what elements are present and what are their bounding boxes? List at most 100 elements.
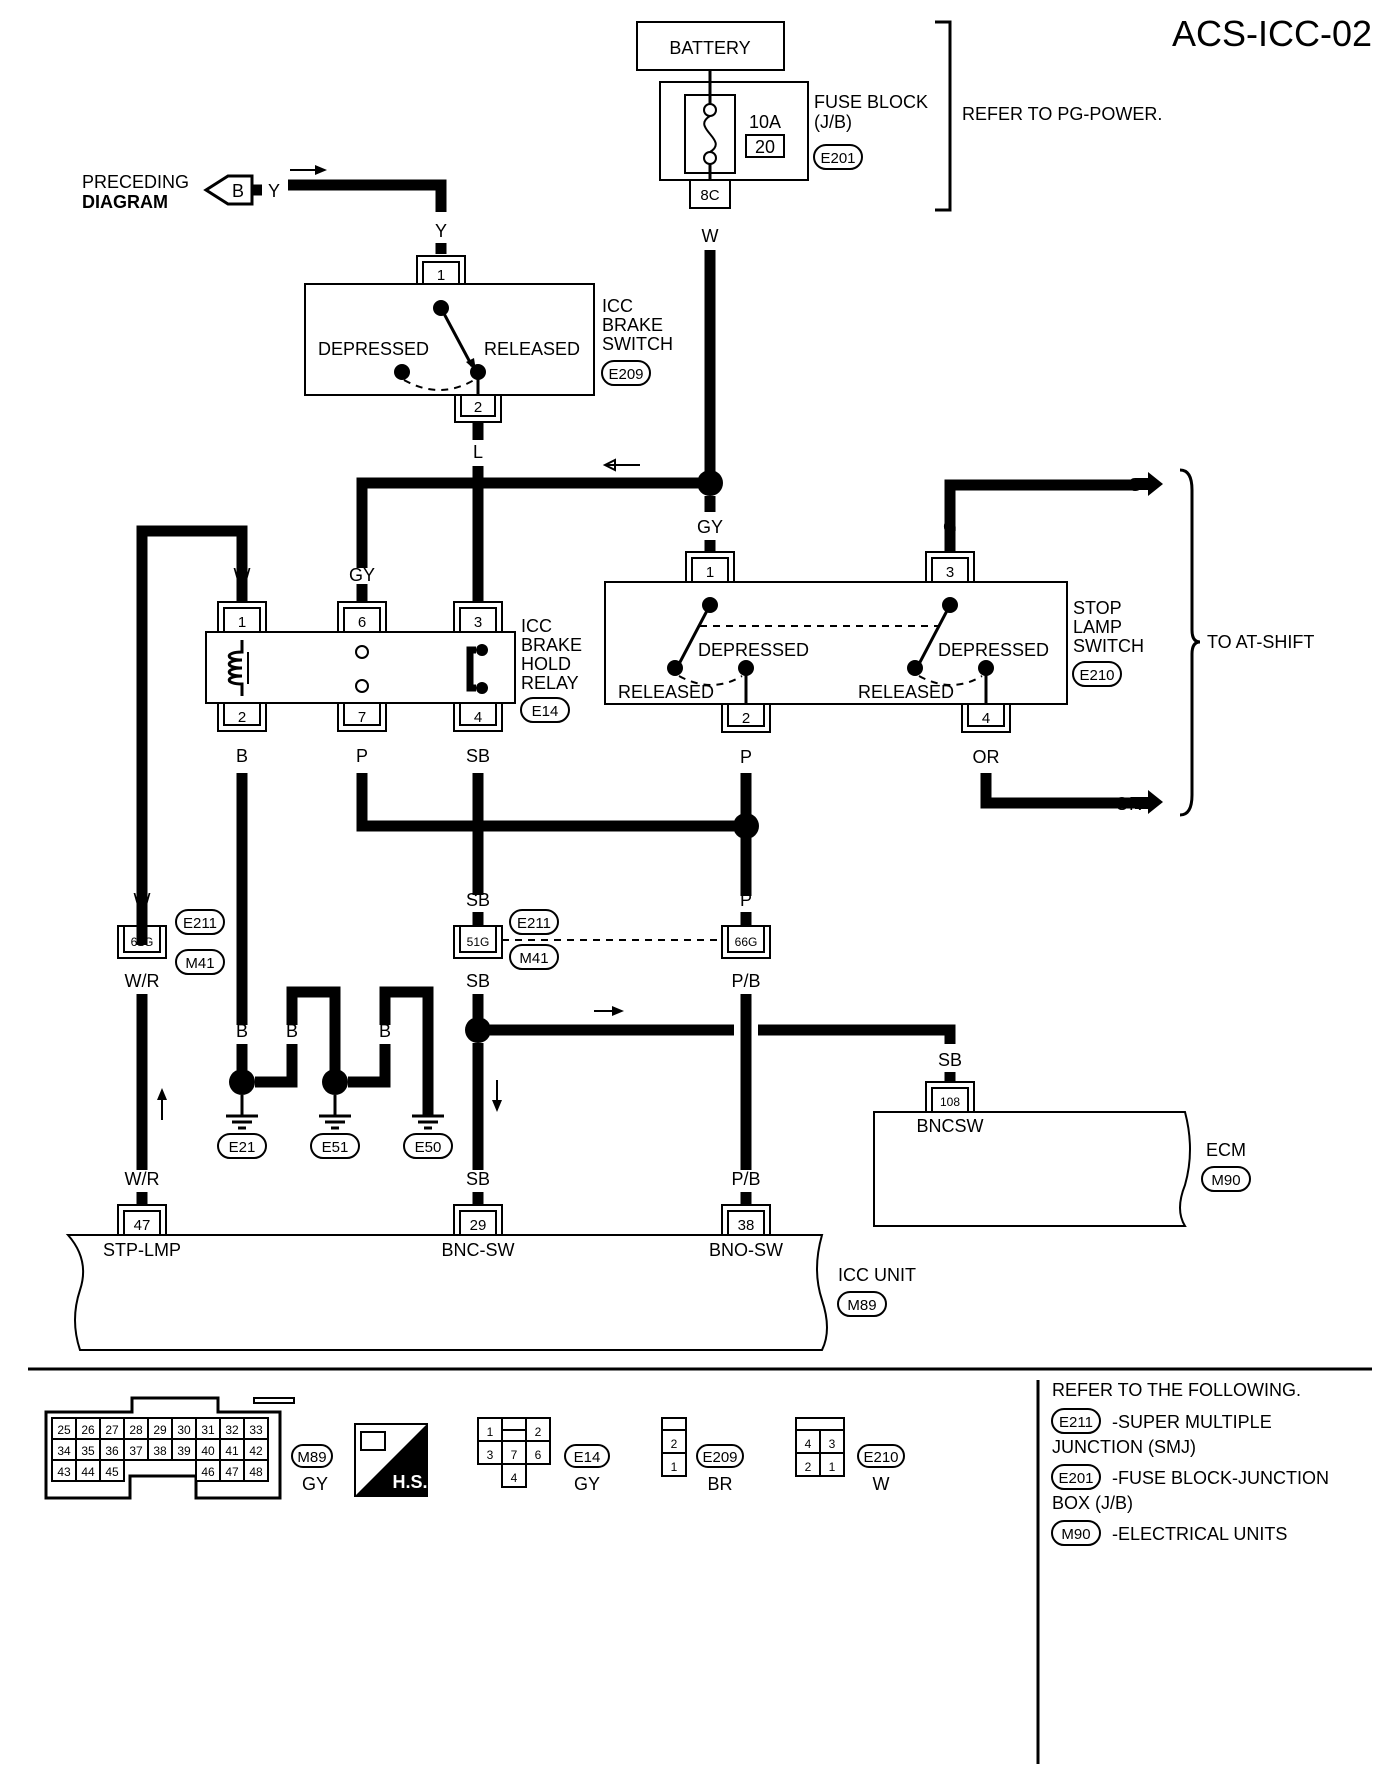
icc-pin-name-bno: BNO-SW: [709, 1240, 783, 1260]
m89-pin: 43: [57, 1465, 71, 1479]
ecm-pin-name: BNCSW: [917, 1116, 984, 1136]
refer-text-m90: -ELECTRICAL UNITS: [1112, 1524, 1287, 1544]
stop-pin-4: 4: [982, 710, 990, 727]
e209-cell: [661, 1452, 687, 1477]
stop-pin-tabs-top: [685, 551, 975, 582]
relay-wire-p: P: [356, 746, 368, 766]
stop-depressed-1: DEPRESSED: [698, 640, 809, 660]
ground-code-e50: E50: [415, 1139, 442, 1156]
preceding-label-2: DIAGRAM: [82, 192, 168, 212]
e210-cell: [819, 1452, 845, 1477]
relay-pin-2: 2: [238, 709, 246, 726]
e210-key-cell: [795, 1417, 845, 1431]
m89-pin: 39: [177, 1444, 191, 1458]
m89-pin: 42: [249, 1444, 263, 1458]
preceding-label-1: PRECEDING: [82, 172, 189, 192]
e210-pin: 3: [829, 1437, 836, 1451]
stop-name-1: STOP: [1073, 598, 1122, 618]
e210-pin: 1: [829, 1460, 836, 1474]
conn-e14-color: GY: [574, 1474, 600, 1494]
fuse-rating: 10A: [749, 112, 781, 132]
e14-pin: 3: [487, 1448, 494, 1462]
e14-key: [501, 1417, 527, 1431]
e14-pin: 4: [511, 1471, 518, 1485]
smj-wire-sb-above: SB: [466, 890, 490, 910]
relay-pin-7: 7: [358, 709, 366, 726]
refer-text-e201: -FUSE BLOCK-JUNCTION: [1112, 1468, 1329, 1488]
m89-pin: 46: [201, 1465, 215, 1479]
fuse-block-label-jb: (J/B): [814, 112, 852, 132]
ecm-box: [873, 1111, 1191, 1227]
stop-wire-g: G: [943, 517, 957, 537]
m89-pin: 35: [81, 1444, 95, 1458]
m89-outline: [44, 1396, 282, 1500]
smj-wire-pb-below: P/B: [731, 971, 760, 991]
m89-pin: 48: [249, 1465, 263, 1479]
icc-brake-hold-relay: [205, 631, 516, 704]
e14-pin: 1: [487, 1425, 494, 1439]
stop-lamp-switch: [604, 581, 1068, 705]
refer-text-e211: -SUPER MULTIPLE: [1112, 1412, 1272, 1432]
stop-depressed-2: DEPRESSED: [938, 640, 1049, 660]
icc-pin-38: 38: [738, 1217, 755, 1234]
ecm-name: ECM: [1206, 1140, 1246, 1160]
smj-wire-sb-below: SB: [466, 971, 490, 991]
to-at-shift: TO AT-SHIFT: [1207, 632, 1314, 652]
conn-e209-color: BR: [707, 1474, 732, 1494]
brake-switch-released: RELEASED: [484, 339, 580, 359]
e210-pin: 2: [805, 1460, 812, 1474]
preceding-flag-letter: B: [232, 181, 244, 201]
refer-code-m90: M90: [1061, 1526, 1090, 1543]
icc-pin-29: 29: [470, 1217, 487, 1234]
smj-terminal-61g: 61G: [131, 935, 154, 949]
stop-wire-or: OR: [973, 747, 1000, 767]
connector-e210-face: 4 3 2 1: [795, 1417, 845, 1477]
conn-e210-code: E210: [863, 1449, 898, 1466]
e14-pin: 2: [535, 1425, 542, 1439]
e14-pin: 7: [511, 1448, 518, 1462]
ground-wire-b-4: B: [379, 1021, 391, 1041]
e209-key-cell: [661, 1417, 687, 1431]
wire-y-switch: Y: [435, 221, 447, 241]
relay-pin-6: 6: [358, 614, 366, 631]
fuse-number: 20: [755, 137, 775, 157]
stop-pin-2: 2: [742, 710, 750, 727]
conn-m89-color: GY: [302, 1474, 328, 1494]
m89-pin: 37: [129, 1444, 143, 1458]
icc-brake-switch: [304, 283, 595, 396]
brake-switch-name-3: SWITCH: [602, 334, 673, 354]
icc-pin-name-bnc: BNC-SW: [442, 1240, 515, 1260]
e209-pin: 2: [671, 1437, 678, 1451]
conn-e14-code: E14: [574, 1449, 601, 1466]
e210-pin: 4: [805, 1437, 812, 1451]
refer-code-e211: E211: [1059, 1414, 1093, 1431]
m89-pin: 29: [153, 1423, 167, 1437]
stop-name-3: SWITCH: [1073, 636, 1144, 656]
stop-code: E210: [1079, 667, 1114, 684]
brake-switch-name-1: ICC: [602, 296, 633, 316]
ground-code-e51: E51: [322, 1139, 349, 1156]
fuse-code: E201: [820, 150, 855, 167]
brake-switch-pin-2: 2: [474, 399, 482, 416]
m89-cell: [99, 1459, 125, 1482]
hs-icon: H.S.: [354, 1423, 428, 1497]
hs-label: H.S.: [392, 1472, 427, 1492]
m89-pin: 26: [81, 1423, 95, 1437]
connector-e209-face: 21: [661, 1417, 687, 1477]
m89-pin: 34: [57, 1444, 71, 1458]
icc-wire-wr: W/R: [125, 1169, 160, 1189]
ground-symbols: [226, 1114, 444, 1130]
refer-pg-power: REFER TO PG-POWER.: [962, 104, 1162, 124]
wire-gy-stop: GY: [697, 517, 723, 537]
brake-switch-code: E209: [608, 366, 643, 383]
ecm-pin-108: 108: [940, 1095, 960, 1109]
conn-e209-code: E209: [702, 1449, 737, 1466]
relay-wire-w: W: [234, 565, 251, 585]
smj-wire-p-above: P: [740, 890, 752, 910]
m89-pin: 27: [105, 1423, 119, 1437]
preceding-flag: [203, 174, 254, 206]
smj-code-m41-mid: M41: [519, 950, 548, 967]
stop-pin-3: 3: [946, 564, 954, 581]
